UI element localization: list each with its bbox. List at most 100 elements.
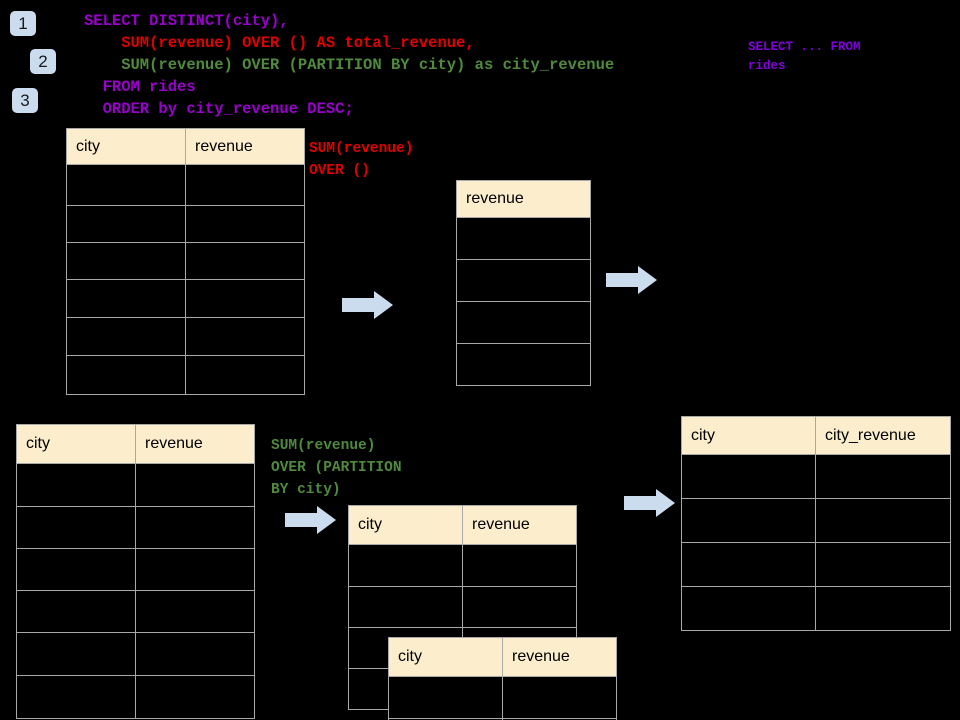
table-cell	[185, 164, 305, 206]
table-cell	[135, 548, 255, 591]
table-row	[66, 205, 305, 243]
table-row	[66, 355, 305, 395]
table-cell	[66, 317, 186, 356]
table-header-row: revenue	[456, 180, 591, 218]
table-row	[388, 718, 617, 720]
table-cell	[66, 164, 186, 206]
table-row	[681, 542, 951, 587]
table-cell	[456, 343, 591, 386]
column-header-city-revenue: city_revenue	[815, 416, 951, 455]
column-header-city: city	[66, 128, 186, 165]
arrow-source-to-total	[342, 290, 394, 325]
column-header-revenue: revenue	[462, 505, 577, 545]
column-header-city: city	[681, 416, 816, 455]
table-cell	[185, 317, 305, 356]
table-row	[456, 343, 591, 386]
table-row	[16, 632, 255, 676]
table-header-row: city revenue	[388, 637, 617, 677]
annotation-over-partition: SUM(revenue) OVER (PARTITION BY city)	[271, 438, 402, 498]
table-body	[456, 217, 591, 386]
table-cell	[16, 506, 136, 549]
table-row	[681, 454, 951, 499]
table-body	[66, 164, 305, 395]
table-cell	[348, 586, 463, 628]
table-cell	[502, 676, 617, 719]
table-cell	[815, 454, 951, 499]
column-header-city: city	[348, 505, 463, 545]
table-header-row: city revenue	[66, 128, 305, 165]
arrow-total-to-result	[606, 265, 658, 300]
final-result-table: city city_revenue	[681, 416, 951, 631]
sql-line-from: FROM rides	[84, 78, 196, 96]
table-row	[16, 463, 255, 507]
table-row	[456, 259, 591, 302]
table-cell	[185, 355, 305, 395]
table-cell	[135, 675, 255, 719]
table-cell	[456, 301, 591, 344]
table-row	[348, 544, 577, 587]
column-header-city: city	[388, 637, 503, 677]
table-cell	[462, 544, 577, 587]
table-cell	[66, 205, 186, 243]
table-row	[681, 586, 951, 631]
rides-source-table: city revenue	[66, 128, 305, 395]
table-cell	[16, 632, 136, 676]
table-cell	[462, 586, 577, 628]
table-cell	[815, 542, 951, 587]
table-cell	[681, 586, 816, 631]
column-header-revenue: revenue	[185, 128, 305, 165]
table-header-row: city city_revenue	[681, 416, 951, 455]
table-cell	[502, 718, 617, 720]
step-badge-3: 3	[12, 88, 38, 113]
table-cell	[681, 542, 816, 587]
table-cell	[185, 242, 305, 280]
table-cell	[135, 506, 255, 549]
arrow-partition-to-result	[624, 488, 676, 523]
table-cell	[135, 590, 255, 633]
arrow-source-to-partition	[285, 505, 337, 540]
table-cell	[135, 632, 255, 676]
column-header-city: city	[16, 424, 136, 464]
table-cell	[815, 498, 951, 543]
sql-line-select: SELECT DISTINCT(city),	[84, 12, 289, 30]
table-row	[66, 317, 305, 356]
side-note-line-1: SELECT ... FROM	[748, 40, 861, 54]
sql-line-city-revenue: SUM(revenue) OVER (PARTITION BY city) as…	[84, 56, 615, 74]
table-row	[456, 301, 591, 344]
table-cell	[456, 217, 591, 260]
annotation-over-empty: SUM(revenue) OVER ()	[309, 141, 414, 179]
step-badge-2: 2	[30, 49, 56, 74]
table-cell	[66, 242, 186, 280]
table-header-row: city revenue	[16, 424, 255, 464]
table-row	[16, 675, 255, 719]
table-cell	[681, 498, 816, 543]
table-body	[681, 454, 951, 631]
table-cell	[66, 279, 186, 318]
table-row	[16, 506, 255, 549]
sql-line-total-revenue: SUM(revenue) OVER () AS total_revenue,	[84, 34, 475, 52]
table-row	[388, 676, 617, 719]
table-row	[16, 548, 255, 591]
column-header-revenue: revenue	[502, 637, 617, 677]
table-row	[66, 279, 305, 318]
table-cell	[681, 454, 816, 499]
table-row	[681, 498, 951, 543]
table-cell	[185, 205, 305, 243]
table-cell	[348, 544, 463, 587]
table-cell	[185, 279, 305, 318]
table-cell	[16, 590, 136, 633]
table-cell	[456, 259, 591, 302]
side-note-line-2: rides	[748, 59, 786, 73]
step-badge-1: 1	[10, 11, 36, 36]
table-row	[456, 217, 591, 260]
total-revenue-table: revenue	[456, 180, 591, 386]
partition-group-table-front: city revenue	[388, 637, 617, 720]
table-header-row: city revenue	[348, 505, 577, 545]
table-cell	[815, 586, 951, 631]
table-cell	[16, 675, 136, 719]
table-cell	[66, 355, 186, 395]
table-row	[66, 242, 305, 280]
table-body	[388, 676, 617, 720]
table-body	[16, 463, 255, 719]
